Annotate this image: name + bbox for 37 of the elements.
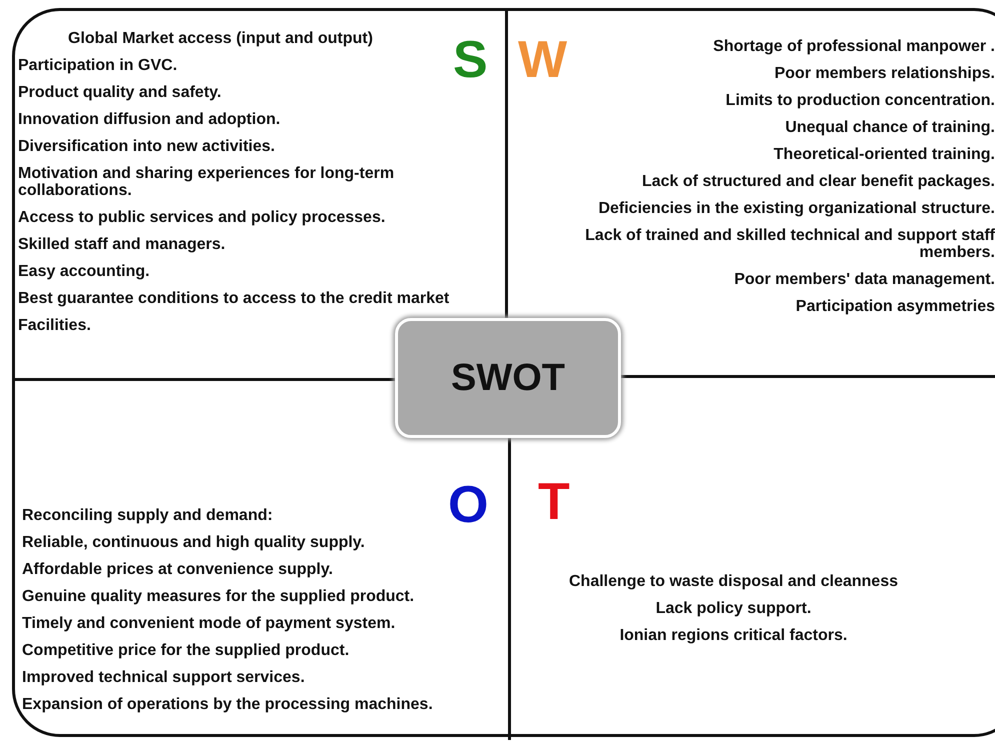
- list-item: Challenge to waste disposal and cleanness: [568, 573, 899, 590]
- list-item: Facilities.: [18, 317, 92, 334]
- list-item: Skilled staff and managers.: [18, 236, 226, 253]
- list-item: Participation asymmetries: [794, 298, 995, 315]
- quadrant-letter: T: [538, 476, 570, 528]
- list-item: Theoretical-oriented training.: [772, 146, 995, 163]
- quadrant-letter: O: [448, 479, 488, 531]
- center-title-box: SWOT: [395, 318, 621, 438]
- list-item: Affordable prices at convenience supply.: [22, 561, 334, 578]
- quadrant-letter: W: [518, 34, 568, 86]
- list-item: Lack of trained and skilled technical and support staff members.: [584, 227, 995, 261]
- list-item: Deficiencies in the existing organizational structure.: [597, 200, 995, 217]
- list-item: Limits to production concentration.: [724, 92, 995, 109]
- list-item: Poor members' data management.: [733, 271, 995, 288]
- list-item: Participation in GVC.: [18, 57, 178, 74]
- list-item: Unequal chance of training.: [784, 119, 995, 136]
- list-item: Expansion of operations by the processing machines.: [22, 696, 434, 713]
- list-item: Easy accounting.: [18, 263, 151, 280]
- list-item: Diversification into new activities.: [18, 138, 276, 155]
- list-item: Competitive price for the supplied product.: [22, 642, 350, 659]
- list-item: Timely and convenient mode of payment system.: [22, 615, 396, 632]
- list-item: Poor members relationships.: [773, 65, 995, 82]
- list-item: Motivation and sharing experiences for long-term collaborations.: [18, 165, 396, 199]
- list-item: Product quality and safety.: [18, 84, 222, 101]
- list-item: Reliable, continuous and high quality supply.: [22, 534, 366, 551]
- list-item: Ionian regions critical factors.: [618, 627, 848, 644]
- list-item: Access to public services and policy processes.: [18, 209, 386, 226]
- list-item: Improved technical support services.: [22, 669, 306, 686]
- list-item: Lack policy support.: [654, 600, 812, 617]
- list-item: Best guarantee conditions to access to the credit market: [18, 290, 450, 307]
- list-item: Shortage of professional manpower .: [712, 38, 995, 55]
- list-item: Global Market access (input and output): [67, 30, 374, 47]
- list-item: Lack of structured and clear benefit packages.: [640, 173, 995, 190]
- list-item: Genuine quality measures for the supplied product.: [22, 588, 416, 605]
- list-item: Innovation diffusion and adoption.: [18, 111, 282, 128]
- quadrant-letter: S: [453, 34, 488, 86]
- list-item: Reconciling supply and demand:: [22, 507, 274, 524]
